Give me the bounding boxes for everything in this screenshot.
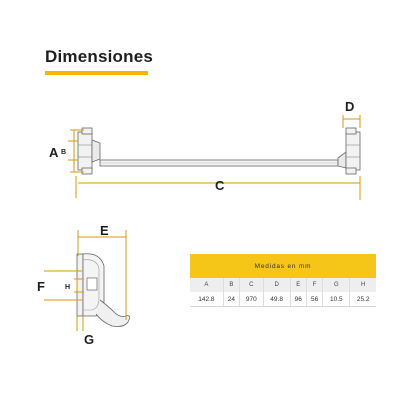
dimension-label-g: G (84, 332, 94, 347)
dimension-g-line (76, 316, 84, 331)
table-cell: 970 (239, 292, 264, 307)
title-underline (45, 71, 148, 75)
dimension-a-line (70, 129, 84, 198)
column-header: C (239, 278, 264, 292)
push-bar-drawing (77, 127, 361, 175)
latch-side-drawing (76, 253, 130, 327)
table-header-row: A B C D E F G H (190, 278, 376, 292)
dimensions-table-wrap: Medidas en mm A B C D E F G H 142.8 24 9… (190, 254, 376, 307)
dimension-b-line (68, 140, 78, 161)
dimension-label-e: E (100, 223, 109, 238)
column-header: G (322, 278, 350, 292)
column-header: D (262, 278, 291, 292)
table-cell: 56 (305, 292, 323, 307)
table-cell: 10.5 (322, 292, 350, 307)
dimension-label-c: C (215, 178, 225, 193)
table-row: 142.8 24 970 49.8 96 56 10.5 25.2 (190, 292, 376, 307)
page-title: Dimensiones (45, 47, 154, 66)
column-header: A (190, 278, 224, 292)
table-cell: 142.8 (190, 292, 224, 307)
dimension-d-line (342, 115, 361, 128)
dimension-label-b: B (61, 149, 66, 156)
table-cell: 24 (222, 292, 240, 307)
table-cell: 25.2 (349, 292, 376, 307)
dimension-label-h: H (65, 284, 70, 291)
dimension-c-line (78, 176, 361, 200)
dimensions-table: Medidas en mm A B C D E F G H 142.8 24 9… (190, 254, 376, 307)
column-header: F (305, 278, 323, 292)
dimension-label-a: A (49, 145, 59, 160)
column-header: H (349, 278, 376, 292)
dimension-e-line (77, 230, 127, 320)
dimension-label-f: F (37, 279, 45, 294)
table-cell: 49.8 (262, 292, 291, 307)
table-cell: 96 (289, 292, 307, 307)
dimension-f-line (44, 270, 82, 301)
dimension-h-line (74, 278, 84, 293)
column-header: B (222, 278, 240, 292)
dimension-label-d: D (345, 99, 354, 114)
table-title: Medidas en mm (190, 254, 376, 278)
column-header: E (289, 278, 307, 292)
